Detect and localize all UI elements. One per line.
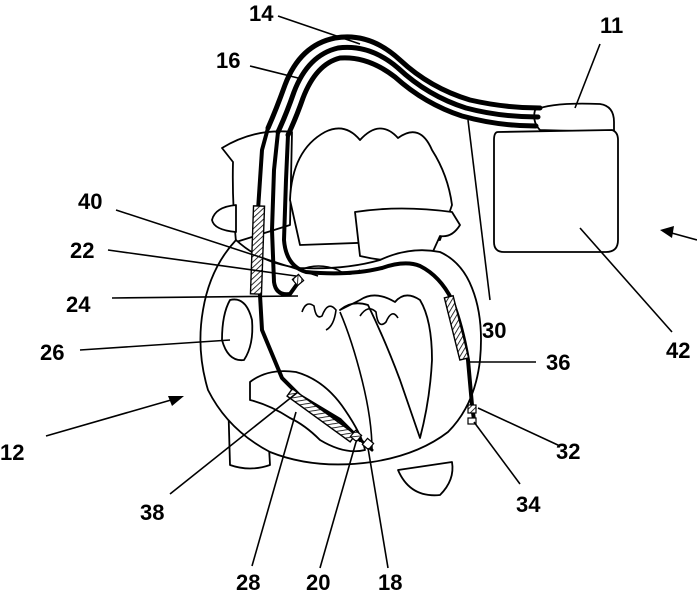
right-atrium-chamber (222, 299, 252, 360)
label-38: 38 (140, 500, 164, 525)
leader-14 (278, 16, 360, 44)
leader-11 (575, 44, 600, 108)
label-14: 14 (249, 1, 274, 26)
heart-illustration (200, 128, 481, 495)
label-12: 12 (0, 440, 24, 465)
leader-30 (468, 120, 490, 300)
label-36: 36 (546, 350, 570, 375)
sv-coil (250, 206, 264, 294)
descending-aorta (398, 462, 453, 495)
label-28: 28 (236, 570, 260, 595)
label-11: 11 (600, 13, 623, 38)
label-22: 22 (70, 238, 94, 263)
label-24: 24 (66, 292, 91, 317)
lv-electrode-ring (468, 405, 476, 413)
label-30: 30 (482, 318, 506, 343)
label-34: 34 (516, 492, 541, 517)
pulmonary-vessel-left (212, 205, 236, 232)
label-26: 26 (40, 340, 64, 365)
label-16: 16 (216, 48, 240, 73)
label-40: 40 (78, 189, 102, 214)
label-18: 18 (378, 570, 402, 595)
leader-42 (580, 228, 672, 332)
arrow-12-head (168, 396, 184, 406)
label-32: 32 (556, 439, 580, 464)
leader-18 (368, 448, 388, 568)
device-header (534, 104, 614, 132)
label-20: 20 (306, 570, 330, 595)
device-housing (494, 130, 618, 252)
arrow-42-head (660, 226, 674, 238)
leader-34 (474, 422, 520, 484)
lead-bundle (268, 37, 540, 135)
label-42: 42 (666, 338, 690, 363)
arrow-12-shaft (46, 398, 178, 436)
leader-32 (478, 408, 560, 446)
